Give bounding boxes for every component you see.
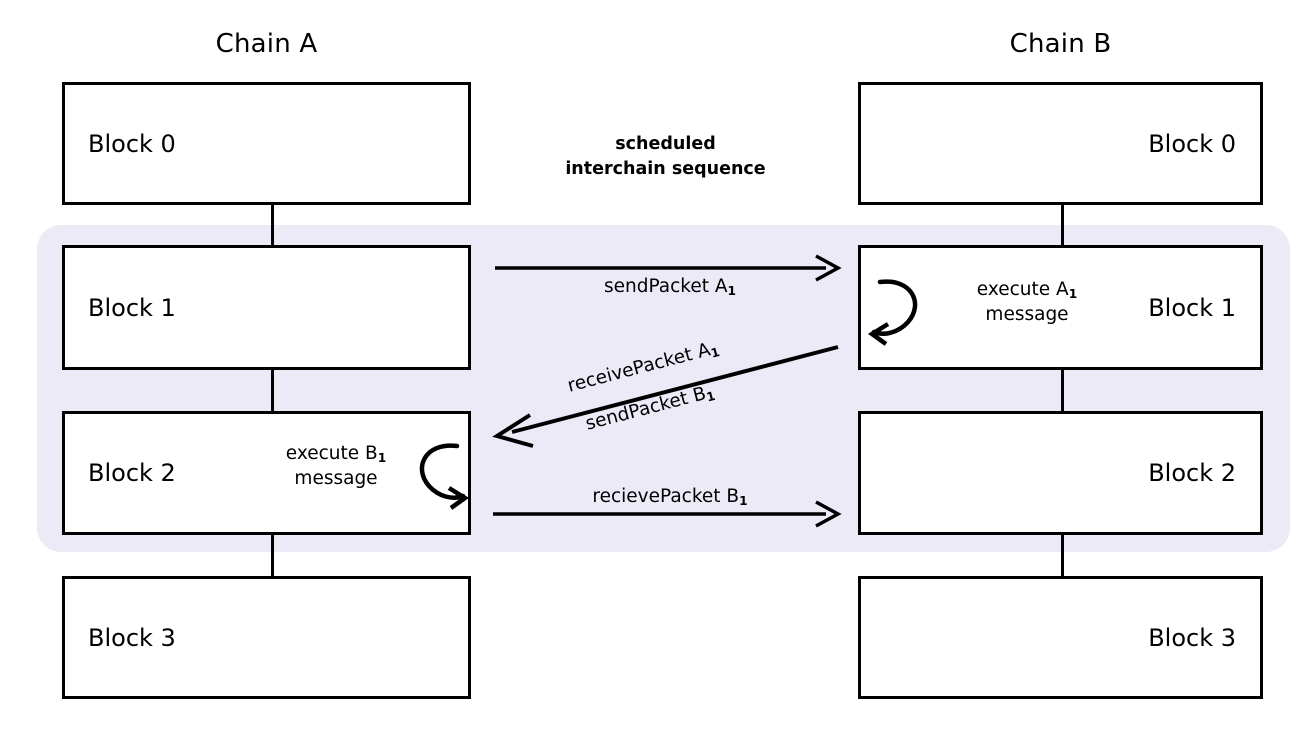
execute-note-line-2: message xyxy=(294,468,378,489)
chain-a-execute-note: execute B1 message xyxy=(272,442,400,491)
send-packet-a1-subscript: 1 xyxy=(727,283,737,298)
block-label: Block 1 xyxy=(1148,293,1236,322)
chain-b-connector-0-1 xyxy=(1061,203,1064,247)
chain-b-connector-1-2 xyxy=(1061,368,1064,413)
recieve-packet-b1-text: recievePacket B xyxy=(592,486,740,507)
block-label: Block 3 xyxy=(88,623,176,652)
block-label: Block 0 xyxy=(88,129,176,158)
execute-note-text: execute A xyxy=(976,279,1069,300)
chain-a-connector-2-3 xyxy=(271,533,274,578)
send-packet-a1-label: sendPacket A1 xyxy=(520,276,820,298)
block-label: Block 2 xyxy=(88,459,176,487)
block-label: Block 1 xyxy=(88,293,176,322)
chain-a-block-1: Block 1 xyxy=(62,245,471,370)
chain-a-block-3: Block 3 xyxy=(62,576,471,699)
recieve-packet-b1-subscript: 1 xyxy=(739,493,748,508)
execute-note-subscript: 1 xyxy=(377,450,387,465)
execute-note-line-1: execute A1 xyxy=(963,278,1091,303)
block-label: Block 0 xyxy=(1148,129,1236,158)
execute-note-line-2: message xyxy=(985,304,1069,325)
chain-b-block-2: Block 2 xyxy=(858,411,1263,535)
chain-b-connector-2-3 xyxy=(1061,533,1064,578)
send-packet-a1-text: sendPacket A xyxy=(603,276,728,297)
caption-line-1: scheduled xyxy=(615,134,716,154)
block-label: Block 2 xyxy=(1148,459,1236,487)
chain-a-block-0: Block 0 xyxy=(62,82,471,205)
execute-note-text: execute B xyxy=(285,443,378,464)
caption-line-2: interchain sequence xyxy=(565,159,766,179)
execute-note-subscript: 1 xyxy=(1068,286,1078,301)
chain-b-execute-note: execute A1 message xyxy=(963,278,1091,327)
chain-a-connector-1-2 xyxy=(271,368,274,413)
chain-a-block-2: Block 2 xyxy=(62,411,471,535)
chain-b-block-1: Block 1 xyxy=(858,245,1263,370)
chain-a-title: Chain A xyxy=(215,29,318,59)
chain-b-block-0: Block 0 xyxy=(858,82,1263,205)
execute-note-line-1: execute B1 xyxy=(272,442,400,467)
scheduled-sequence-caption: scheduled interchain sequence xyxy=(513,132,818,182)
chain-b-title: Chain B xyxy=(1009,29,1112,59)
block-label: Block 3 xyxy=(1148,623,1236,652)
recieve-packet-b1-label: recievePacket B1 xyxy=(520,486,820,508)
chain-a-connector-0-1 xyxy=(271,203,274,247)
chain-b-block-3: Block 3 xyxy=(858,576,1263,699)
